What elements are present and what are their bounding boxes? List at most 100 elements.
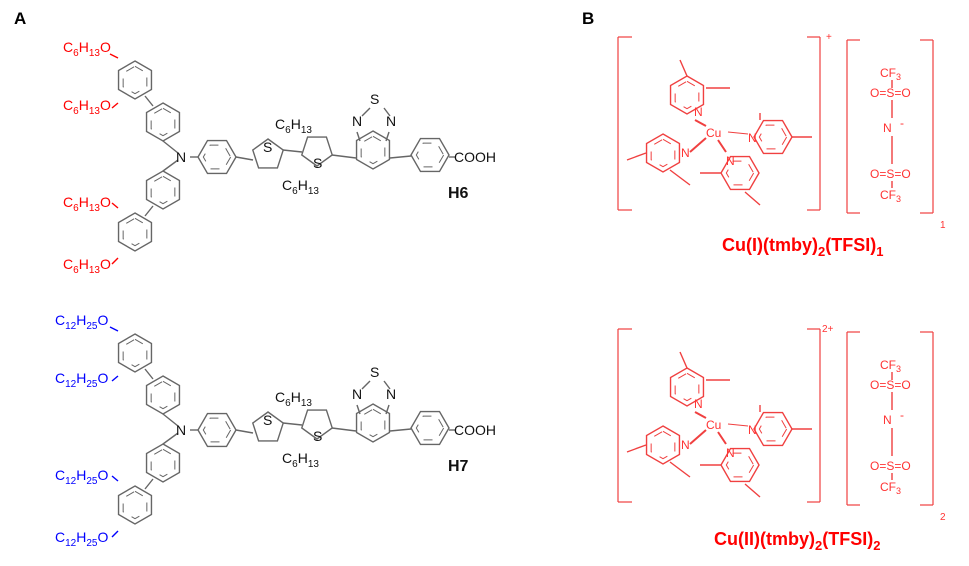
aromatic-ring bbox=[753, 119, 793, 155]
bond bbox=[385, 404, 390, 415]
sulfonyl-group: O=S=O bbox=[870, 86, 911, 100]
compound-id: H6 bbox=[448, 185, 469, 202]
alkoxy-label: C6H13O bbox=[63, 194, 111, 214]
bond bbox=[669, 169, 691, 186]
bond bbox=[162, 159, 179, 172]
nitrogen-atom: N bbox=[386, 113, 396, 129]
bond bbox=[679, 351, 688, 369]
bond bbox=[331, 154, 357, 159]
anion-count: 1 bbox=[940, 220, 946, 231]
imide-nitrogen: N bbox=[883, 121, 892, 135]
nitrogen-atom: N bbox=[748, 131, 757, 145]
nitrogen-atom: N bbox=[681, 146, 690, 160]
aromatic-ring bbox=[117, 485, 153, 525]
bond bbox=[679, 59, 688, 77]
complex-skeleton bbox=[617, 36, 934, 214]
panel-label-a: A bbox=[14, 9, 26, 28]
aromatic-ring bbox=[355, 130, 391, 170]
complex-cu-ii: Cu N N N N CF3 O=S=O N - O=S=O CF3 2+ 2 … bbox=[617, 324, 946, 553]
double-bond bbox=[415, 142, 445, 168]
bond bbox=[727, 423, 749, 427]
cf3-group: CF3 bbox=[880, 188, 901, 204]
aromatic-ring bbox=[355, 403, 391, 443]
thiophene-ring bbox=[251, 138, 285, 169]
bond bbox=[282, 422, 303, 426]
double-bond bbox=[674, 80, 700, 110]
sulfur-atom: S bbox=[263, 139, 272, 155]
cation-charge: + bbox=[826, 32, 832, 43]
aromatic-ring bbox=[645, 425, 681, 465]
aromatic-ring bbox=[145, 170, 181, 210]
bond bbox=[109, 326, 119, 332]
aromatic-ring bbox=[645, 133, 681, 173]
double-bond bbox=[650, 138, 676, 168]
bond bbox=[162, 432, 179, 445]
aromatic-ring bbox=[117, 333, 153, 373]
bond bbox=[111, 375, 119, 382]
bond bbox=[689, 137, 707, 153]
complex-label: Cu(II)(tmby)2(TFSI)2 bbox=[714, 529, 880, 553]
aromatic-ring bbox=[145, 443, 181, 483]
amine-n-atom: N bbox=[176, 149, 186, 165]
bond bbox=[356, 131, 361, 142]
amine-n-atom: N bbox=[176, 422, 186, 438]
double-bond bbox=[122, 65, 148, 95]
bond bbox=[109, 53, 119, 59]
bond bbox=[744, 483, 761, 498]
hexyl-label: C6H13 bbox=[275, 116, 312, 136]
carboxylic-acid: COOH bbox=[454, 149, 496, 165]
bond bbox=[361, 380, 371, 390]
bond bbox=[111, 530, 119, 538]
aromatic-ring bbox=[410, 410, 450, 446]
molecule-h6: C6H13O C6H13O C6H13O C6H13O N S S S N N … bbox=[63, 39, 496, 276]
aromatic-ring bbox=[753, 411, 793, 447]
carboxylic-acid: COOH bbox=[454, 422, 496, 438]
double-bond bbox=[150, 175, 176, 205]
nitrogen-atom: N bbox=[726, 446, 735, 460]
bond bbox=[626, 152, 647, 161]
bond bbox=[111, 257, 119, 265]
alkoxy-label: C6H13O bbox=[63, 39, 111, 59]
sulfur-atom: S bbox=[370, 91, 379, 107]
cf3-group: CF3 bbox=[880, 480, 901, 496]
bond bbox=[383, 107, 391, 117]
bond bbox=[162, 140, 179, 154]
double-bond bbox=[415, 415, 445, 441]
sulfur-atom: S bbox=[313, 155, 322, 171]
hexyl-label: C6H13 bbox=[282, 450, 319, 470]
sulfur-atom: S bbox=[313, 428, 322, 444]
bond bbox=[331, 427, 357, 432]
panel-label-b: B bbox=[582, 9, 594, 28]
nitrogen-atom: N bbox=[681, 438, 690, 452]
nitrogen-atom: N bbox=[352, 386, 362, 402]
complex-cu-i: Cu N N N N CF3 O=S=O N - O=S=O CF3 + 1 C… bbox=[617, 32, 946, 259]
aromatic-ring bbox=[117, 60, 153, 100]
double-bond bbox=[202, 417, 232, 443]
alkoxy-label: C6H13O bbox=[63, 256, 111, 276]
alkoxy-label: C6H13O bbox=[63, 97, 111, 117]
alkoxy-label: C12H25O bbox=[55, 312, 109, 332]
bond bbox=[727, 131, 749, 135]
double-bond bbox=[360, 408, 386, 438]
bond bbox=[144, 95, 154, 107]
bond bbox=[144, 205, 154, 217]
bond bbox=[626, 444, 647, 453]
nitrogen-atom: N bbox=[352, 113, 362, 129]
bond-skeleton bbox=[109, 53, 455, 265]
bond bbox=[111, 102, 119, 109]
bond bbox=[235, 156, 254, 161]
negative-charge: - bbox=[900, 116, 904, 130]
double-bond bbox=[122, 338, 148, 368]
bond bbox=[361, 107, 371, 117]
bond bbox=[689, 429, 707, 445]
nitrogen-atom: N bbox=[694, 397, 703, 411]
bond bbox=[144, 368, 154, 380]
imide-nitrogen: N bbox=[883, 413, 892, 427]
negative-charge: - bbox=[900, 408, 904, 422]
bond bbox=[111, 475, 119, 482]
bond bbox=[717, 431, 727, 445]
bond bbox=[356, 404, 361, 415]
alkoxy-label: C12H25O bbox=[55, 370, 109, 390]
aromatic-ring bbox=[669, 75, 705, 115]
